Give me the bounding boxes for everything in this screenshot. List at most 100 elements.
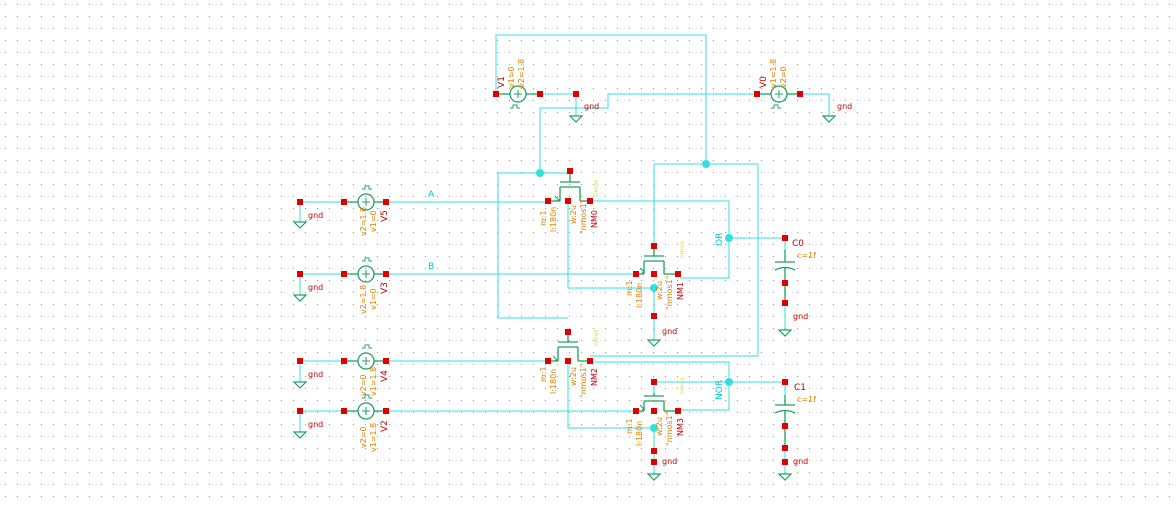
junction-dot [650,284,658,292]
wire-left-bus[interactable] [497,172,568,319]
capacitor-value: c=1f [797,395,816,404]
nmos-nm2[interactable]: nmos m:1 l:180n w:2u "nmos1" NM2 [539,329,600,398]
gnd-label: gnd [837,102,852,111]
gnd-label: gnd [308,211,323,220]
gnd-icon [292,221,308,229]
source-v2[interactable]: v2=0 v1=1.8 V2 [341,394,390,452]
nmos-nm0[interactable]: nmos m:1 l:180n w:2u "nmos1" NM0 [539,168,600,234]
source-v2-param: v2=0 [359,426,368,448]
source-name: V1 [497,76,507,88]
nmos-model: "nmos1" [665,412,674,446]
capacitor-name: C0 [792,239,804,249]
nmos-tag: nmos [679,378,686,394]
nmos-model: "nmos1" [665,276,674,310]
nmos-w: w:2u [655,281,664,300]
source-v1-param: v1=0 [507,66,516,88]
capacitor-c1[interactable]: C1 c=1f [774,379,816,451]
source-v1-param: v1=0 [369,210,378,232]
gnd-pins [297,91,788,465]
capacitor-name: C1 [794,383,806,393]
source-name: V0 [759,76,769,88]
nmos-w: w:2u [569,367,578,386]
source-v4[interactable]: v2=0 v1=1.8 V4 [341,344,390,396]
source-v1-param: v1=1.8 [369,423,378,452]
nmos-w: w:2u [655,417,664,436]
wire-v0-gnd[interactable] [800,93,830,116]
junction-dot [536,169,544,177]
source-name: V4 [380,370,390,382]
wire-v0-loop[interactable] [539,93,757,173]
net-label-or[interactable]: OR [715,233,725,246]
gnd-icon [777,329,793,337]
gnd-icon [292,294,308,302]
ground-symbols [292,115,837,481]
gnd-icon [646,339,662,347]
nmos-nm1[interactable]: nmos m:1 l:180n w:2u "nmos1" NM1 [625,242,686,319]
wire-or-right[interactable] [590,163,759,357]
gnd-label: gnd [308,370,323,379]
net-label-nor[interactable]: NOR [715,380,725,400]
source-v5[interactable]: v2=1.8 v1=0 V5 [341,185,390,236]
junctions [536,160,733,432]
source-v1-param: v1=0 [369,288,378,310]
source-v1-param: v1=1.8 [769,59,778,88]
nmos-name: NM2 [590,368,599,386]
source-name: V2 [380,420,390,432]
capacitor-c0[interactable]: C0 c=1f [774,235,816,306]
source-v2-param: v2=1.8 [517,59,526,88]
nmos-nm3[interactable]: nmos m:1 l:180n w:2u "nmos1" NM3 [625,378,686,454]
wire-nm1-source[interactable] [567,200,654,289]
source-v1-param: v1=1.8 [369,367,378,396]
net-labels: A B OR NOR [428,190,725,400]
source-v0[interactable]: V0 v1=1.8 v2=0 [754,59,803,109]
nmos-name: NM3 [676,418,685,436]
nmos-name: NM1 [676,282,685,300]
nmos-model: "nmos1" [579,200,588,234]
gnd-label: gnd [662,457,677,466]
gnd-icon [292,431,308,439]
source-v3[interactable]: v2=1.8 v1=0 V3 [341,257,390,314]
capacitor-value: c=1f [797,251,816,260]
gnd-icon [821,115,837,123]
gnd-label: gnd [662,327,677,336]
gnd-icon [777,473,793,481]
source-name: V5 [380,210,390,222]
source-v1[interactable]: V1 v1=0 v2=1.8 [493,59,543,109]
net-label-b[interactable]: B [428,262,434,272]
nmos-l: l:180n [635,421,644,446]
nmos-w: w:2u [569,205,578,224]
nmos-model: "nmos1" [579,364,588,398]
junction-dot [725,234,733,242]
source-v2-param: v2=1.8 [359,207,368,236]
nmos-l: l:180n [549,207,558,232]
junction-dot [650,424,658,432]
nmos-m: m:1 [539,210,548,226]
junction-dot [725,378,733,386]
wire-nm3-source[interactable] [567,362,654,429]
gnd-label: gnd [308,420,323,429]
wire-or-top[interactable] [653,163,706,246]
gnd-label: gnd [584,102,599,111]
source-v2-param: v2=0 [359,374,368,396]
gnd-label: gnd [308,283,323,292]
junction-dot [702,160,710,168]
nmos-tag: nmos [593,330,600,346]
source-v2-param: v2=1.8 [359,285,368,314]
wire-v1-loop[interactable] [495,34,707,164]
nmos-tag: nmos [679,242,686,258]
nmos-m: m:1 [625,280,634,296]
nmos-m: m:1 [625,418,634,434]
nmos-name: NM0 [590,210,599,228]
nmos-tag: nmos [593,180,600,196]
source-name: V3 [380,282,390,294]
nmos-l: l:180n [635,283,644,308]
net-label-a[interactable]: A [428,190,435,200]
gnd-labels: gnd gnd gnd gnd gnd gnd gnd gnd gnd gnd [308,102,852,466]
gnd-label: gnd [793,312,808,321]
source-v2-param: v2=0 [779,66,788,88]
nmos-m: m:1 [539,366,548,382]
gnd-label: gnd [793,457,808,466]
gnd-icon [292,381,308,389]
